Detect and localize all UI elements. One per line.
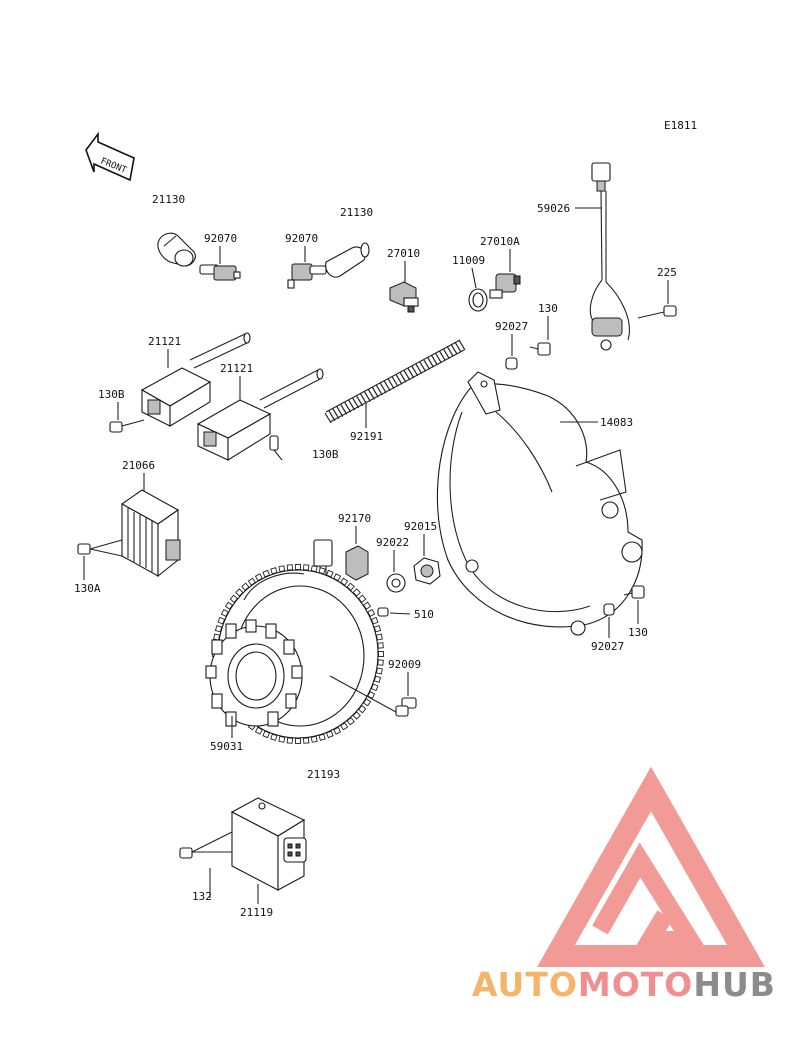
label-130B-b: 130B (312, 448, 339, 461)
bolt-92009 (329, 675, 417, 717)
label-59026: 59026 (537, 202, 570, 215)
label-92191: 92191 (350, 430, 383, 443)
ring-gear-tooth (213, 633, 221, 641)
ignition-coil-upper (140, 332, 251, 427)
label-92009: 92009 (388, 658, 421, 671)
label-130A: 130A (74, 582, 101, 595)
ignition-coil-lower (196, 368, 324, 461)
spark-plug-left (199, 264, 241, 281)
label-59031: 59031 (210, 740, 243, 753)
label-21119: 21119 (240, 906, 273, 919)
screw-225 (637, 305, 677, 319)
label-92027-b: 92027 (591, 640, 624, 653)
ring-gear-tooth (375, 667, 383, 675)
nut-92015 (413, 557, 441, 585)
spring-92191 (324, 339, 466, 424)
neutral-switch (489, 273, 521, 299)
bolt-130B-left (109, 419, 145, 433)
ring-gear-tooth (286, 737, 294, 744)
watermark-auto: AUTO (472, 965, 578, 1004)
front-arrow-icon: FRONT (85, 131, 135, 182)
label-27010: 27010 (387, 247, 420, 260)
ring-gear-tooth (377, 659, 384, 666)
flywheel-assembly (205, 564, 384, 744)
label-27010A: 27010A (480, 235, 520, 248)
clamp-92170 (313, 539, 369, 590)
ring-gear-tooth (302, 737, 310, 744)
ring-gear-tooth (295, 738, 301, 744)
bolt-130-lower (623, 585, 645, 599)
label-21121-b: 21121 (220, 362, 253, 375)
label-92070-b: 92070 (285, 232, 318, 245)
label-11009: 11009 (452, 254, 485, 267)
watermark-text: AUTOMOTOHUB (472, 965, 776, 1004)
watermark-hub: HUB (693, 965, 776, 1004)
label-130B-a: 130B (98, 388, 125, 401)
regulator-rectifier-21066 (120, 489, 181, 578)
label-130-a: 130 (538, 302, 558, 315)
label-132: 132 (192, 890, 212, 903)
bolt-130A (77, 539, 123, 557)
ring-gear-tooth (295, 564, 301, 570)
label-92027-a: 92027 (495, 320, 528, 333)
label-21193: 21193 (307, 768, 340, 781)
spark-plug-cap-left (157, 232, 196, 267)
label-21130-a: 21130 (152, 193, 185, 206)
spark-plug-cap-right (325, 242, 370, 278)
collar-92027-lower (603, 603, 615, 616)
ring-gear-tooth (278, 735, 286, 743)
bolt-130-upper (529, 342, 551, 356)
label-21130-b: 21130 (340, 206, 373, 219)
label-92015: 92015 (404, 520, 437, 533)
label-21121-a: 21121 (148, 335, 181, 348)
label-14083: 14083 (600, 416, 633, 429)
ring-gear-tooth (278, 565, 286, 573)
label-130-b: 130 (628, 626, 648, 639)
igniter-unit-21119 (230, 797, 307, 891)
starter-clutch-59031 (205, 619, 303, 727)
ring-gear-tooth (286, 564, 294, 571)
label-21066: 21066 (122, 459, 155, 472)
automotohub-logo-icon (537, 766, 765, 967)
ring-gear-tooth (377, 642, 384, 649)
ring-gear-tooth (375, 633, 383, 641)
generator-cover-14083 (436, 371, 643, 636)
ring-gear-tooth (310, 565, 318, 573)
pickup-sensor-59026 (589, 162, 630, 351)
label-225: 225 (657, 266, 677, 279)
oil-pressure-switch (389, 281, 419, 313)
diagram-code: E1811 (664, 119, 697, 132)
ring-gear-tooth (302, 564, 310, 571)
label-92170: 92170 (338, 512, 371, 525)
ring-gear-tooth (378, 651, 384, 657)
label-92070-a: 92070 (204, 232, 237, 245)
collar-92027-upper (505, 357, 518, 370)
bolt-132 (179, 831, 233, 859)
ring-gear-tooth (310, 735, 318, 743)
key-510 (377, 607, 389, 617)
bolt-130B-right (269, 435, 283, 461)
label-510: 510 (414, 608, 434, 621)
watermark-moto: MOTO (578, 965, 693, 1004)
label-92022: 92022 (376, 536, 409, 549)
spark-plug-right (287, 263, 327, 289)
